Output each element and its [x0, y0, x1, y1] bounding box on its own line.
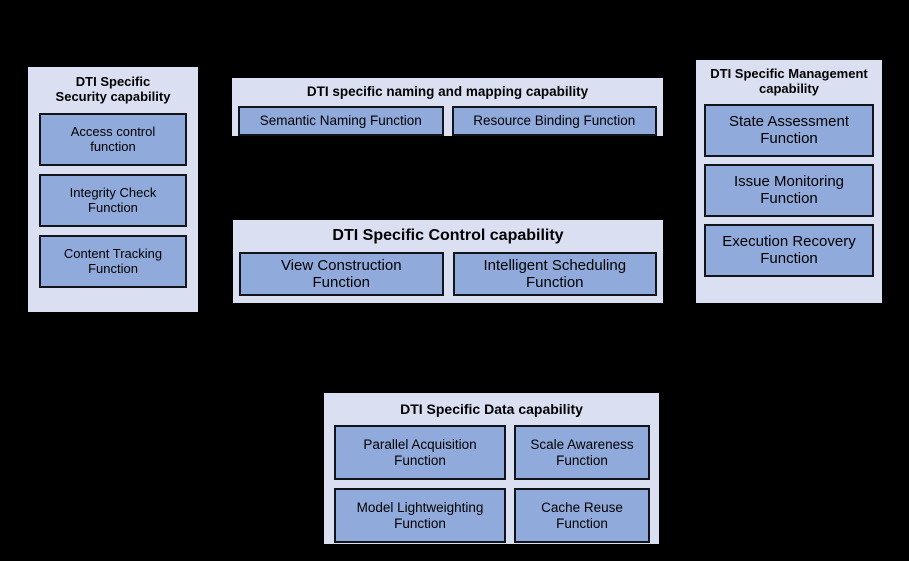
function-scale-awareness[interactable]: Scale Awareness Function — [514, 425, 650, 481]
function-stack-security: Access control function Integrity Check … — [28, 105, 198, 298]
function-row-control: View Construction Function Intelligent S… — [239, 252, 657, 297]
panel-title-naming: DTI specific naming and mapping capabili… — [306, 84, 589, 99]
function-state-assessment[interactable]: State Assessment Function — [704, 103, 874, 157]
panel-dti-specific-control-capability: DTI Specific Control capability View Con… — [231, 218, 665, 305]
function-semantic-naming[interactable]: Semantic Naming Function — [238, 105, 444, 136]
function-issue-monitoring[interactable]: Issue Monitoring Function — [704, 163, 874, 217]
function-access-control[interactable]: Access control function — [39, 112, 187, 166]
function-parallel-acquisition[interactable]: Parallel Acquisition Function — [334, 425, 506, 481]
function-row-data-top: Parallel Acquisition Function Scale Awar… — [334, 425, 650, 481]
panel-dti-specific-data-capability: DTI Specific Data capability Parallel Ac… — [322, 391, 661, 546]
function-resource-binding[interactable]: Resource Binding Function — [451, 105, 657, 136]
function-row-naming: Semantic Naming Function Resource Bindin… — [238, 105, 657, 136]
function-cache-reuse[interactable]: Cache Reuse Function — [514, 488, 650, 544]
function-stack-management: State Assessment Function Issue Monitori… — [696, 97, 882, 286]
panel-title-security: DTI Specific Security capability — [55, 74, 171, 104]
panel-title-data: DTI Specific Data capability — [400, 401, 583, 417]
function-intelligent-scheduling[interactable]: Intelligent Scheduling Function — [452, 252, 657, 297]
function-stack-naming: Semantic Naming Function Resource Bindin… — [232, 100, 663, 143]
function-execution-recovery[interactable]: Execution Recovery Function — [704, 223, 874, 277]
function-view-construction[interactable]: View Construction Function — [239, 252, 444, 297]
function-integrity-check[interactable]: Integrity Check Function — [39, 173, 187, 227]
function-content-tracking[interactable]: Content Tracking Function — [39, 234, 187, 288]
panel-dti-specific-naming-and-mapping-capability: DTI specific naming and mapping capabili… — [230, 76, 665, 138]
function-stack-control: View Construction Function Intelligent S… — [233, 245, 663, 303]
panel-title-management: DTI Specific Management capability — [710, 66, 868, 96]
panel-dti-specific-security-capability: DTI Specific Security capability Access … — [26, 65, 200, 314]
panel-title-control: DTI Specific Control capability — [332, 227, 564, 244]
function-row-data-bottom: Model Lightweighting Function Cache Reus… — [334, 488, 650, 544]
panel-dti-specific-management-capability: DTI Specific Management capability State… — [694, 58, 884, 305]
function-stack-data: Parallel Acquisition Function Scale Awar… — [324, 417, 659, 552]
function-model-lightweighting[interactable]: Model Lightweighting Function — [334, 488, 506, 544]
